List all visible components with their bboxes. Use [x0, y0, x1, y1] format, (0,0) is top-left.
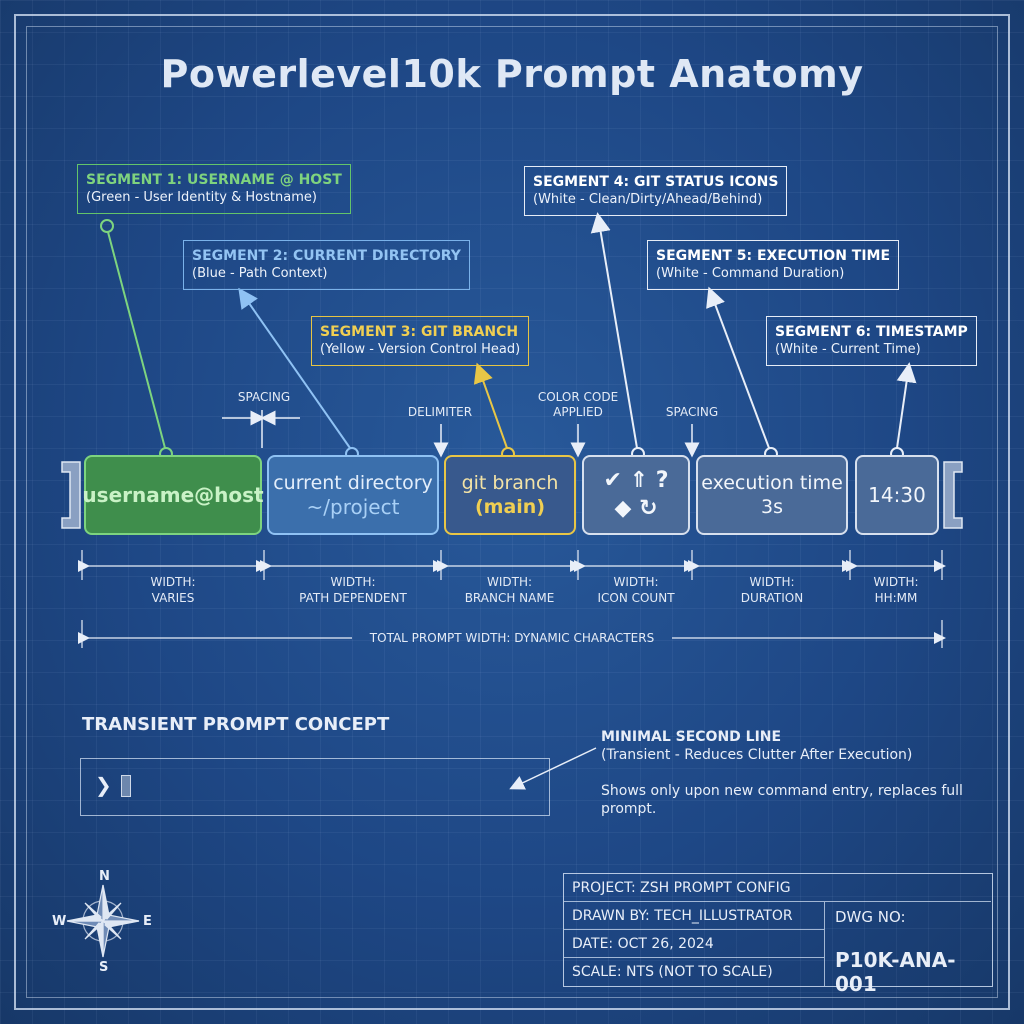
- segment-value: (main): [474, 496, 546, 518]
- spacing-label-2: SPACING: [665, 405, 719, 419]
- callout-heading: SEGMENT 4: GIT STATUS ICONS: [533, 174, 779, 190]
- width-label-4: WIDTH: ICON COUNT: [578, 574, 694, 606]
- spacing-label-1: SPACING: [237, 390, 291, 404]
- segment-current-directory: current directory ~/project: [267, 455, 439, 535]
- prompt-chevron-icon: ❯: [95, 773, 112, 797]
- width-value: PATH DEPENDENT: [299, 591, 407, 605]
- width-label-1: WIDTH: VARIES: [84, 574, 262, 606]
- dwg-label: DWG NO:: [835, 908, 906, 926]
- callout-subtitle: (White - Command Duration): [656, 266, 845, 281]
- width-caption: WIDTH:: [330, 575, 376, 589]
- segment-username-host: username@host: [82, 455, 264, 535]
- width-value: VARIES: [151, 591, 195, 605]
- spacing-1-dim: [222, 410, 300, 448]
- callout-subtitle: (Blue - Path Context): [192, 266, 328, 281]
- refresh-icon: ↻: [639, 496, 658, 521]
- width-caption: WIDTH:: [873, 575, 919, 589]
- segment-timestamp: 14:30: [855, 455, 939, 535]
- status-icons-row-2: ◆ ↻: [614, 495, 657, 523]
- title-block-scale: SCALE: NTS (NOT TO SCALE): [572, 964, 773, 980]
- cursor-block: [121, 775, 131, 797]
- width-value: BRANCH NAME: [464, 591, 555, 605]
- callout-segment-1: SEGMENT 1: USERNAME @ HOST (Green - User…: [77, 164, 351, 214]
- transient-note-subtitle: (Transient - Reduces Clutter After Execu…: [601, 747, 913, 763]
- width-caption: WIDTH:: [749, 575, 795, 589]
- segment-text: git branch: [461, 472, 559, 494]
- compass-west: W: [52, 914, 67, 929]
- width-dimension-lines: [78, 550, 946, 648]
- callout-subtitle: (Green - User Identity & Hostname): [86, 190, 317, 205]
- transient-title: TRANSIENT PROMPT CONCEPT: [82, 714, 390, 735]
- diagram-title: Powerlevel10k Prompt Anatomy: [160, 52, 864, 96]
- compass-north: N: [99, 869, 110, 884]
- callout-segment-2: SEGMENT 2: CURRENT DIRECTORY (Blue - Pat…: [183, 240, 470, 290]
- width-caption: WIDTH:: [150, 575, 196, 589]
- callout-segment-3: SEGMENT 3: GIT BRANCH (Yellow - Version …: [311, 316, 530, 366]
- compass-south: S: [99, 960, 109, 975]
- segment-value: 3s: [761, 496, 783, 518]
- prompt-left-cap: [61, 461, 81, 529]
- width-label-3: WIDTH: BRANCH NAME: [441, 574, 578, 606]
- callout-segment-4: SEGMENT 4: GIT STATUS ICONS (White - Cle…: [524, 166, 788, 216]
- callout-subtitle: (White - Current Time): [775, 342, 921, 357]
- dwg-number: P10K-ANA-001: [835, 948, 956, 996]
- title-block-project: PROJECT: ZSH PROMPT CONFIG: [564, 874, 991, 902]
- callout-heading: SEGMENT 3: GIT BRANCH: [320, 324, 519, 340]
- width-label-5: WIDTH: DURATION: [694, 574, 850, 606]
- segment-text: username@host: [82, 483, 264, 507]
- width-value: HH:MM: [874, 591, 918, 605]
- question-icon: ?: [655, 468, 669, 493]
- compass-east: E: [143, 914, 152, 929]
- title-block-dwg: DWG NO: P10K-ANA-001: [824, 902, 992, 996]
- segment-text: current directory: [273, 472, 433, 494]
- callout-subtitle: (Yellow - Version Control Head): [320, 342, 521, 357]
- callout-subtitle: (White - Clean/Dirty/Ahead/Behind): [533, 192, 763, 207]
- title-block: PROJECT: ZSH PROMPT CONFIG DRAWN BY: TEC…: [563, 873, 993, 996]
- segment-execution-time: execution time 3s: [696, 455, 848, 535]
- transient-prompt-line: ❯: [80, 758, 550, 816]
- compass-rose: [66, 884, 140, 958]
- ahead-icon: ⇑: [629, 468, 649, 493]
- callout-heading: SEGMENT 1: USERNAME @ HOST: [86, 172, 342, 188]
- callout-segment-5: SEGMENT 5: EXECUTION TIME (White - Comma…: [647, 240, 900, 290]
- title-block-date: DATE: OCT 26, 2024: [564, 930, 824, 958]
- total-width-label: TOTAL PROMPT WIDTH: DYNAMIC CHARACTERS: [369, 631, 655, 645]
- leader-segment-4: [590, 212, 645, 461]
- width-caption: WIDTH:: [613, 575, 659, 589]
- segment-text: 14:30: [868, 483, 926, 507]
- width-value: DURATION: [740, 591, 804, 605]
- width-label-6: WIDTH: HH:MM: [850, 574, 942, 606]
- transient-note: MINIMAL SECOND LINE (Transient - Reduces…: [601, 728, 912, 764]
- segment-value: ~/project: [306, 495, 400, 519]
- status-icons-row-1: ✔ ⇑ ?: [604, 467, 669, 495]
- inner-border: [26, 26, 998, 998]
- callout-segment-6: SEGMENT 6: TIMESTAMP (White - Current Ti…: [766, 316, 977, 366]
- title-block-drawn-by: DRAWN BY: TECH_ILLUSTRATOR: [564, 902, 824, 930]
- width-label-2: WIDTH: PATH DEPENDENT: [264, 574, 442, 606]
- color-code-label: COLOR CODE APPLIED: [537, 390, 619, 419]
- outer-border: [14, 14, 1010, 1010]
- segment-git-status: ✔ ⇑ ? ◆ ↻: [582, 455, 690, 535]
- segment-text: execution time: [701, 472, 843, 494]
- leader-segment-6: [890, 362, 917, 461]
- prompt-right-cap: [943, 461, 963, 529]
- callout-heading: SEGMENT 6: TIMESTAMP: [775, 324, 968, 340]
- check-icon: ✔: [603, 468, 622, 493]
- delimiter-label: DELIMITER: [407, 405, 473, 419]
- transient-note-heading: MINIMAL SECOND LINE: [601, 729, 782, 745]
- width-value: ICON COUNT: [597, 591, 675, 605]
- callout-heading: SEGMENT 2: CURRENT DIRECTORY: [192, 248, 461, 264]
- transient-arrow: [509, 747, 597, 790]
- callout-heading: SEGMENT 5: EXECUTION TIME: [656, 248, 891, 264]
- segment-git-branch: git branch (main): [444, 455, 576, 535]
- leader-segment-1: [100, 219, 173, 461]
- git-icon: ◆: [614, 496, 632, 521]
- transient-description: Shows only upon new command entry, repla…: [601, 783, 963, 817]
- width-caption: WIDTH:: [486, 575, 533, 589]
